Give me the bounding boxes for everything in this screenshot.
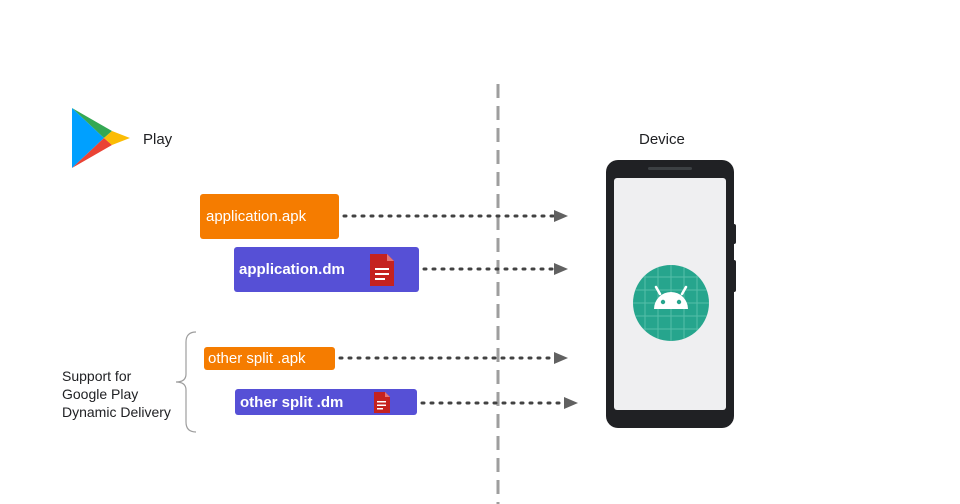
document-icon bbox=[370, 254, 394, 286]
phone-side-button bbox=[733, 260, 736, 292]
support-brace bbox=[175, 331, 197, 433]
application-apk-box: application.apk bbox=[200, 194, 339, 239]
application-apk-label: application.apk bbox=[206, 208, 307, 225]
support-line: Dynamic Delivery bbox=[62, 404, 171, 420]
support-label: Support for Google Play Dynamic Delivery bbox=[62, 367, 171, 421]
phone-side-button bbox=[733, 224, 736, 244]
device-label: Device bbox=[639, 131, 685, 148]
support-line: Support for bbox=[62, 368, 132, 384]
document-icon bbox=[374, 392, 390, 413]
application-dm-label: application.dm bbox=[239, 261, 345, 278]
split-dm-label: other split .dm bbox=[240, 393, 344, 411]
divider-line bbox=[496, 84, 500, 504]
arrow-apk bbox=[342, 210, 568, 222]
arrow-split-dm bbox=[420, 397, 578, 409]
split-apk-label: other split .apk bbox=[208, 350, 306, 367]
play-label: Play bbox=[143, 131, 173, 148]
split-apk-box: other split .apk bbox=[204, 347, 335, 370]
android-robot-icon bbox=[633, 265, 709, 341]
google-play-icon bbox=[72, 108, 130, 168]
phone bbox=[606, 160, 736, 428]
arrow-dm bbox=[422, 263, 568, 275]
phone-speaker bbox=[648, 167, 692, 170]
support-line: Google Play bbox=[62, 386, 139, 402]
arrow-split-apk bbox=[338, 352, 568, 364]
